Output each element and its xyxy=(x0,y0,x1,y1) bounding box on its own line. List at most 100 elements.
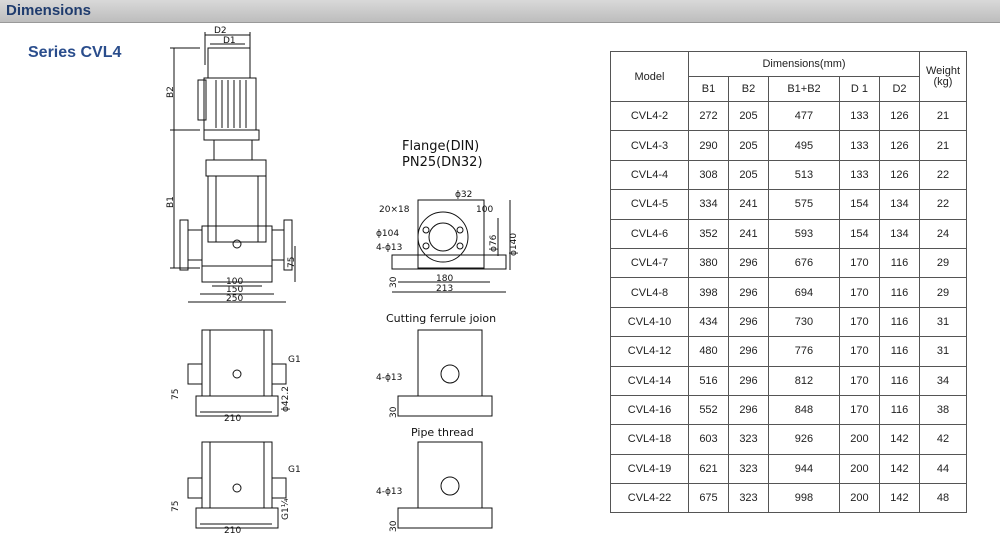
cell-b2: 296 xyxy=(728,306,769,338)
cell-b2: 296 xyxy=(728,336,769,367)
label-30-flange: 30 xyxy=(389,276,399,288)
cell-b1: 352 xyxy=(688,218,729,249)
label-4-phi13-pipe: 4-ϕ13 xyxy=(376,487,402,497)
label-210-b: 210 xyxy=(224,526,241,535)
cell-b2: 296 xyxy=(728,365,769,396)
cell-b1: 480 xyxy=(688,336,729,367)
cell-weight: 31 xyxy=(919,336,967,367)
cell-b1b2: 926 xyxy=(768,424,840,455)
header-model: Model xyxy=(610,51,689,102)
cell-b1: 380 xyxy=(688,247,729,279)
cell-b1b2: 676 xyxy=(768,247,840,279)
label-g1-b: G1 xyxy=(288,465,301,475)
label-75-a: 75 xyxy=(171,389,181,400)
pump-dimension-drawing: D2 D1 B2 B1 75 xyxy=(166,26,519,535)
cell-b1: 552 xyxy=(688,394,729,426)
cell-d2: 134 xyxy=(878,218,921,249)
cell-model: CVL4-22 xyxy=(610,483,689,514)
label-4-phi13-flange: 4-ϕ13 xyxy=(376,243,402,253)
header-dimensions: Dimensions(mm) xyxy=(688,51,920,77)
label-75-b: 75 xyxy=(171,501,181,512)
cell-model: CVL4-8 xyxy=(610,277,689,308)
section-title: Dimensions xyxy=(6,2,92,19)
cell-d1: 200 xyxy=(838,453,880,485)
cell-weight: 22 xyxy=(919,189,967,220)
cell-weight: 22 xyxy=(919,159,967,191)
cell-b1: 308 xyxy=(688,159,729,191)
header-b2: B2 xyxy=(728,76,769,102)
cutting-title: Cutting ferrule joion xyxy=(386,312,496,325)
label-4-phi13-cutting: 4-ϕ13 xyxy=(376,373,402,383)
flange-title-1: Flange(DIN) xyxy=(402,139,479,154)
cell-model: CVL4-2 xyxy=(610,100,689,132)
label-20x18: 20×18 xyxy=(379,205,410,215)
cell-d1: 170 xyxy=(838,336,880,367)
cell-b1b2: 593 xyxy=(768,218,840,249)
label-b1: B1 xyxy=(166,196,176,208)
header-b1b2: B1+B2 xyxy=(768,76,840,102)
cell-d1: 200 xyxy=(838,424,880,455)
cell-d2: 126 xyxy=(878,130,921,161)
cell-model: CVL4-4 xyxy=(610,159,689,191)
label-250: 250 xyxy=(226,294,243,304)
cell-b1b2: 730 xyxy=(768,306,840,338)
cell-d1: 133 xyxy=(838,100,880,132)
label-210-a: 210 xyxy=(224,414,241,424)
cell-d2: 116 xyxy=(878,394,921,426)
cell-b1b2: 513 xyxy=(768,159,840,191)
cell-b1: 675 xyxy=(688,483,729,514)
label-phi76: ϕ76 xyxy=(489,234,499,252)
cell-model: CVL4-10 xyxy=(610,306,689,338)
cell-model: CVL4-16 xyxy=(610,394,689,426)
cell-b1b2: 575 xyxy=(768,189,840,220)
header-weight: Weight(kg) xyxy=(919,51,967,102)
cell-b1: 603 xyxy=(688,424,729,455)
cell-b2: 296 xyxy=(728,394,769,426)
section-header-bar: Dimensions xyxy=(0,0,1000,23)
cell-b1b2: 812 xyxy=(768,365,840,396)
cell-d2: 134 xyxy=(878,189,921,220)
cell-d2: 116 xyxy=(878,277,921,308)
label-phi140: ϕ140 xyxy=(509,233,519,256)
cell-model: CVL4-3 xyxy=(610,130,689,161)
dimensions-table: Model Dimensions(mm) Weight(kg) B1 B2 B1… xyxy=(610,51,967,514)
cell-d1: 170 xyxy=(838,394,880,426)
label-180: 180 xyxy=(436,274,453,284)
cell-b2: 205 xyxy=(728,130,769,161)
cell-d2: 142 xyxy=(878,453,921,485)
cell-b1b2: 477 xyxy=(768,100,840,132)
cell-weight: 21 xyxy=(919,100,967,132)
label-213: 213 xyxy=(436,284,453,294)
cell-b1: 272 xyxy=(688,100,729,132)
cell-b1: 434 xyxy=(688,306,729,338)
cell-model: CVL4-18 xyxy=(610,424,689,455)
cell-model: CVL4-12 xyxy=(610,336,689,367)
label-30-pipe: 30 xyxy=(389,520,399,532)
cell-model: CVL4-7 xyxy=(610,247,689,279)
cell-weight: 29 xyxy=(919,247,967,279)
cell-b2: 323 xyxy=(728,424,769,455)
cell-b2: 205 xyxy=(728,159,769,191)
cell-d2: 116 xyxy=(878,306,921,338)
label-75-top: 75 xyxy=(287,257,297,268)
cutting-ferrule-front-view: Cutting ferrule joion 4-ϕ13 30 xyxy=(376,312,496,418)
cell-model: CVL4-5 xyxy=(610,189,689,220)
cell-b1b2: 776 xyxy=(768,336,840,367)
cell-d1: 154 xyxy=(838,218,880,249)
cell-d1: 170 xyxy=(838,247,880,279)
cell-weight: 38 xyxy=(919,394,967,426)
cell-b1: 290 xyxy=(688,130,729,161)
cell-d1: 200 xyxy=(838,483,880,514)
label-phi32: ϕ32 xyxy=(455,190,472,200)
label-d1: D1 xyxy=(223,36,236,46)
cell-weight: 48 xyxy=(919,483,967,514)
